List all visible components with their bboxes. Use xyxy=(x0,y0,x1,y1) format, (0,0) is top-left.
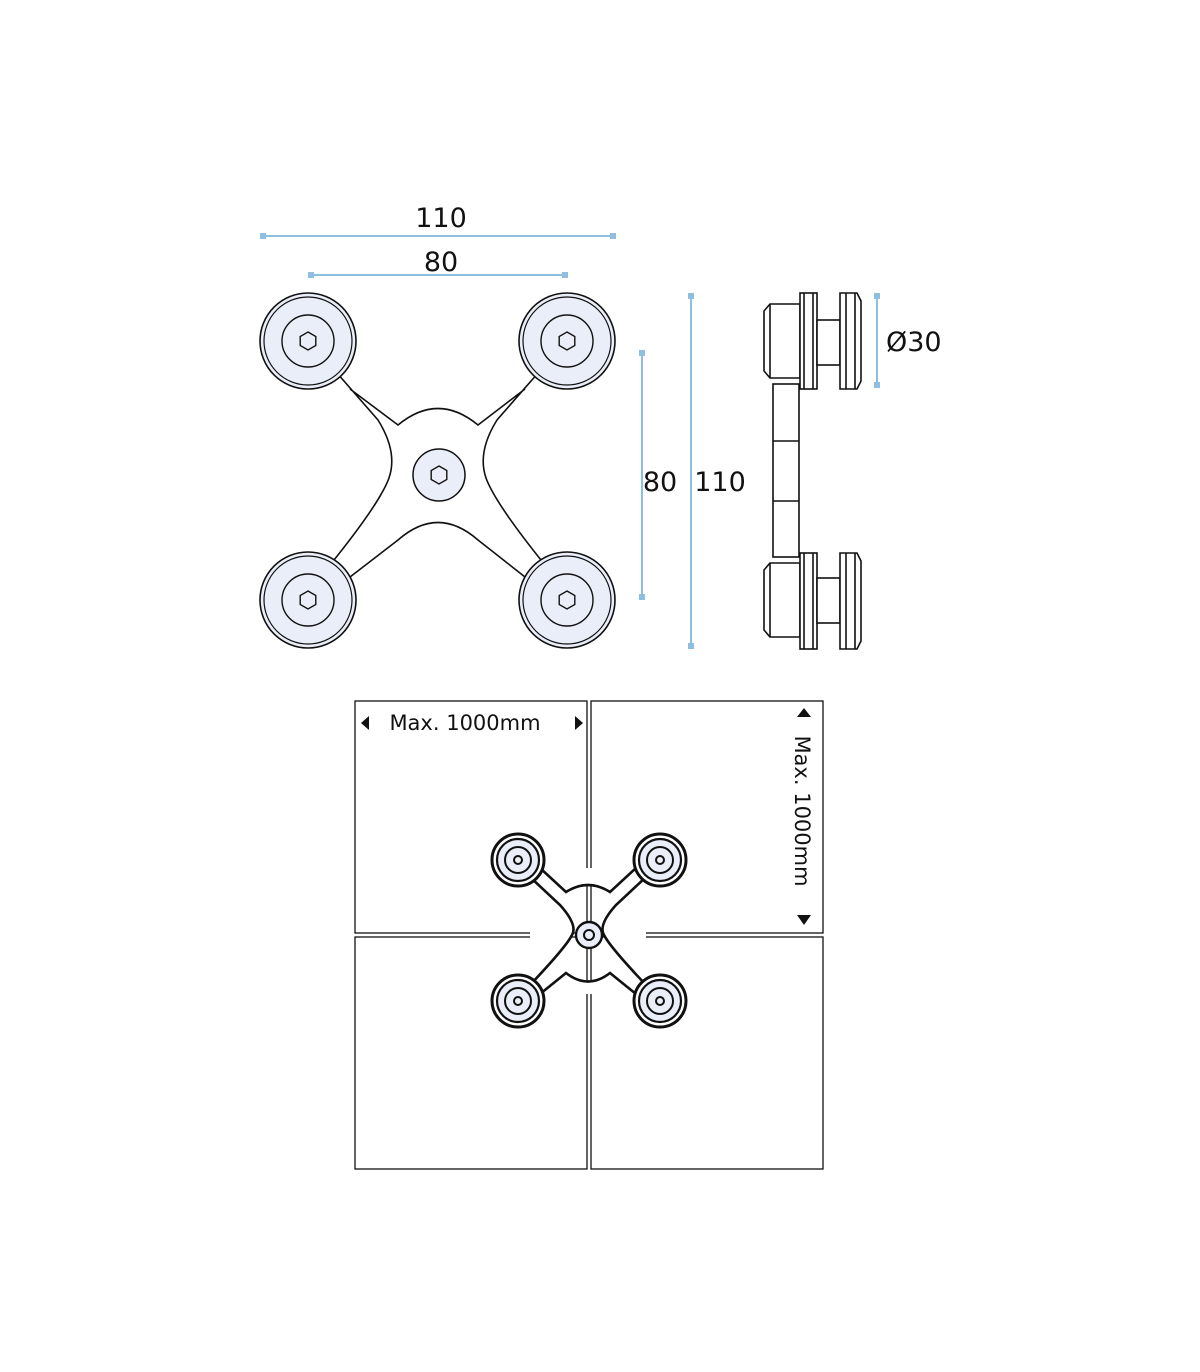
max-height-label: Max. 1000mm xyxy=(790,735,814,886)
panel-spider xyxy=(490,832,688,1029)
panel-top-left xyxy=(354,700,588,934)
panel-spider-center-hole-icon xyxy=(583,929,595,941)
glass-panels xyxy=(354,700,824,1170)
center-boss xyxy=(412,448,466,502)
disc-top-left xyxy=(259,292,357,390)
arrow-down-icon xyxy=(797,915,811,925)
center-hex-icon xyxy=(430,465,448,485)
dim-hole-height: 80 xyxy=(643,467,677,498)
panel-disc-bottom-left xyxy=(490,973,546,1029)
side-view xyxy=(763,292,862,650)
dim-disc-diameter: Ø30 xyxy=(886,327,942,358)
dim-overall-width: 110 xyxy=(415,203,467,234)
panel-top-right xyxy=(590,700,824,934)
disc-bottom-left xyxy=(259,551,357,649)
disc-top-right xyxy=(518,292,616,390)
panel-spider-body xyxy=(529,867,647,996)
panel-spider-center xyxy=(574,920,604,950)
front-view xyxy=(259,292,616,649)
disc-bottom-right xyxy=(518,551,616,649)
dimension-lines xyxy=(260,233,880,649)
panel-disc-top-left xyxy=(490,832,546,888)
spider-body-outline xyxy=(329,364,546,578)
arrow-up-icon xyxy=(797,708,811,717)
arrow-right-icon xyxy=(575,716,583,730)
dim-hole-width: 80 xyxy=(424,247,458,278)
panel-disc-top-right xyxy=(632,832,688,888)
dim-overall-height: 110 xyxy=(694,467,746,498)
panel-bottom-right xyxy=(590,936,824,1170)
panel-disc-bottom-right xyxy=(632,973,688,1029)
arrow-left-icon xyxy=(361,716,369,730)
panel-bottom-left xyxy=(354,936,588,1170)
max-width-label: Max. 1000mm xyxy=(389,711,540,735)
